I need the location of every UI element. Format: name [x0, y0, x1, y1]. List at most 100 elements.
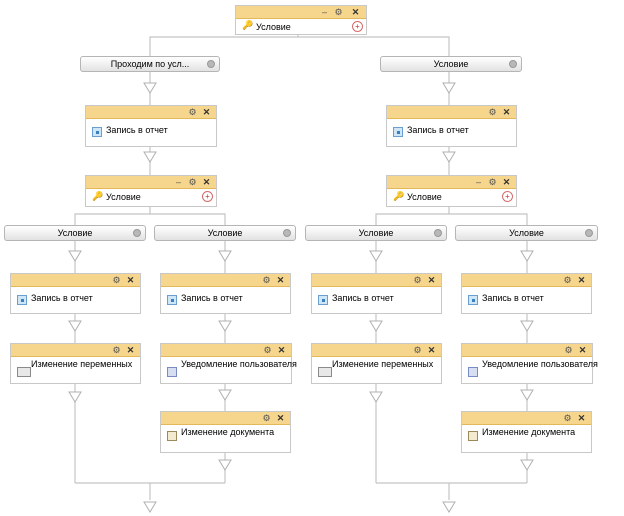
block-label: Запись в отчет	[482, 293, 544, 303]
block-label: Уведомление пользователя	[482, 359, 598, 369]
report-block[interactable]: ⚙ ✕ Запись в отчет	[85, 105, 217, 147]
report-block[interactable]: ⚙ ✕ Запись в отчет	[386, 105, 517, 147]
minimize-icon[interactable]: –	[475, 177, 481, 187]
block-label: Уведомление пользователя	[181, 359, 297, 369]
change-variables-block[interactable]: ⚙ ✕ Изменение переменных	[10, 343, 141, 384]
gear-icon[interactable]: ⚙	[112, 345, 121, 355]
condition-icon: 🔑	[92, 191, 104, 201]
gear-icon[interactable]: ⚙	[563, 275, 572, 285]
report-block[interactable]: ⚙ ✕ Запись в отчет	[160, 273, 291, 314]
minimize-icon[interactable]: –	[321, 7, 327, 17]
notification-icon	[468, 367, 478, 377]
gear-icon[interactable]: ⚙	[413, 345, 422, 355]
block-label: Условие	[106, 192, 141, 202]
close-icon[interactable]: ✕	[126, 275, 135, 285]
change-variables-block[interactable]: ⚙ ✕ Изменение переменных	[311, 343, 442, 384]
branch-label: Условие	[433, 59, 469, 69]
condition-icon: 🔑	[393, 191, 405, 201]
block-label: Запись в отчет	[106, 125, 168, 135]
minimize-icon[interactable]: –	[175, 177, 181, 187]
branch-header[interactable]: Условие	[305, 225, 447, 241]
branch-label: Проходим по усл...	[110, 59, 190, 69]
gear-icon[interactable]: ⚙	[262, 275, 271, 285]
block-label: Изменение переменных	[31, 359, 133, 369]
report-icon	[167, 295, 177, 305]
gear-icon[interactable]	[509, 60, 517, 68]
variables-icon	[17, 367, 31, 377]
report-icon	[318, 295, 328, 305]
close-icon[interactable]: ✕	[502, 177, 511, 187]
branch-header-left[interactable]: Проходим по усл...	[80, 56, 220, 72]
block-label: Условие	[407, 192, 442, 202]
close-icon[interactable]: ✕	[577, 413, 586, 423]
block-label: Условие	[256, 22, 291, 32]
block-label: Запись в отчет	[181, 293, 243, 303]
edit-document-icon	[167, 431, 177, 441]
report-icon	[17, 295, 27, 305]
gear-icon[interactable]	[283, 229, 291, 237]
gear-icon[interactable]	[133, 229, 141, 237]
plus-circle-icon[interactable]: +	[352, 21, 363, 32]
gear-icon[interactable]	[585, 229, 593, 237]
block-label: Запись в отчет	[332, 293, 394, 303]
plus-circle-icon[interactable]: +	[202, 191, 213, 202]
gear-icon[interactable]: ⚙	[413, 275, 422, 285]
notify-user-block[interactable]: ⚙ ✕ Уведомление пользователя	[461, 343, 598, 384]
block-label: Изменение документа	[181, 427, 275, 437]
notification-icon	[167, 367, 177, 377]
report-icon	[92, 127, 102, 137]
branch-header[interactable]: Условие	[455, 225, 598, 241]
close-icon[interactable]: ✕	[427, 345, 436, 355]
branch-header[interactable]: Условие	[4, 225, 146, 241]
report-icon	[468, 295, 478, 305]
branch-header[interactable]: Условие	[154, 225, 296, 241]
block-label: Изменение документа	[482, 427, 576, 437]
notify-user-block[interactable]: ⚙ ✕ Уведомление пользователя	[160, 343, 297, 384]
branch-label: Условие	[358, 228, 394, 238]
report-block[interactable]: ⚙ ✕ Запись в отчет	[461, 273, 592, 314]
report-block[interactable]: ⚙ ✕ Запись в отчет	[311, 273, 442, 314]
close-icon[interactable]: ✕	[577, 275, 586, 285]
branch-header-right[interactable]: Условие	[380, 56, 522, 72]
close-icon[interactable]: ✕	[276, 413, 285, 423]
report-block[interactable]: ⚙ ✕ Запись в отчет	[10, 273, 141, 314]
gear-icon[interactable]: ⚙	[563, 413, 572, 423]
close-icon[interactable]: ✕	[427, 275, 436, 285]
branch-label: Условие	[57, 228, 93, 238]
gear-icon[interactable]: ⚙	[263, 345, 272, 355]
gear-icon[interactable]: ⚙	[334, 7, 343, 17]
close-icon[interactable]: ✕	[276, 275, 285, 285]
gear-icon[interactable]: ⚙	[488, 107, 497, 117]
edit-document-icon	[468, 431, 478, 441]
block-label: Изменение переменных	[332, 359, 434, 369]
close-icon[interactable]: ✕	[578, 345, 587, 355]
close-icon[interactable]: ✕	[277, 345, 286, 355]
variables-icon	[318, 367, 332, 377]
close-icon[interactable]: ✕	[202, 107, 211, 117]
condition-icon: 🔑	[242, 20, 254, 30]
gear-icon[interactable]	[434, 229, 442, 237]
gear-icon[interactable]	[207, 60, 215, 68]
close-icon[interactable]: ✕	[202, 177, 211, 187]
close-icon[interactable]: ✕	[351, 7, 360, 17]
block-label: Запись в отчет	[407, 125, 469, 135]
condition-block[interactable]: – ⚙ ✕ 🔑 Условие +	[386, 175, 517, 207]
gear-icon[interactable]: ⚙	[188, 177, 197, 187]
gear-icon[interactable]: ⚙	[188, 107, 197, 117]
close-icon[interactable]: ✕	[502, 107, 511, 117]
branch-label: Условие	[207, 228, 243, 238]
plus-circle-icon[interactable]: +	[502, 191, 513, 202]
branch-label: Условие	[509, 228, 544, 238]
gear-icon[interactable]: ⚙	[488, 177, 497, 187]
change-document-block[interactable]: ⚙ ✕ Изменение документа	[461, 411, 592, 453]
block-label: Запись в отчет	[31, 293, 93, 303]
condition-block[interactable]: – ⚙ ✕ 🔑 Условие +	[85, 175, 217, 207]
gear-icon[interactable]: ⚙	[112, 275, 121, 285]
gear-icon[interactable]: ⚙	[564, 345, 573, 355]
close-icon[interactable]: ✕	[126, 345, 135, 355]
report-icon	[393, 127, 403, 137]
gear-icon[interactable]: ⚙	[262, 413, 271, 423]
condition-block-top[interactable]: – ⚙ ✕ 🔑 Условие +	[235, 5, 367, 35]
change-document-block[interactable]: ⚙ ✕ Изменение документа	[160, 411, 291, 453]
